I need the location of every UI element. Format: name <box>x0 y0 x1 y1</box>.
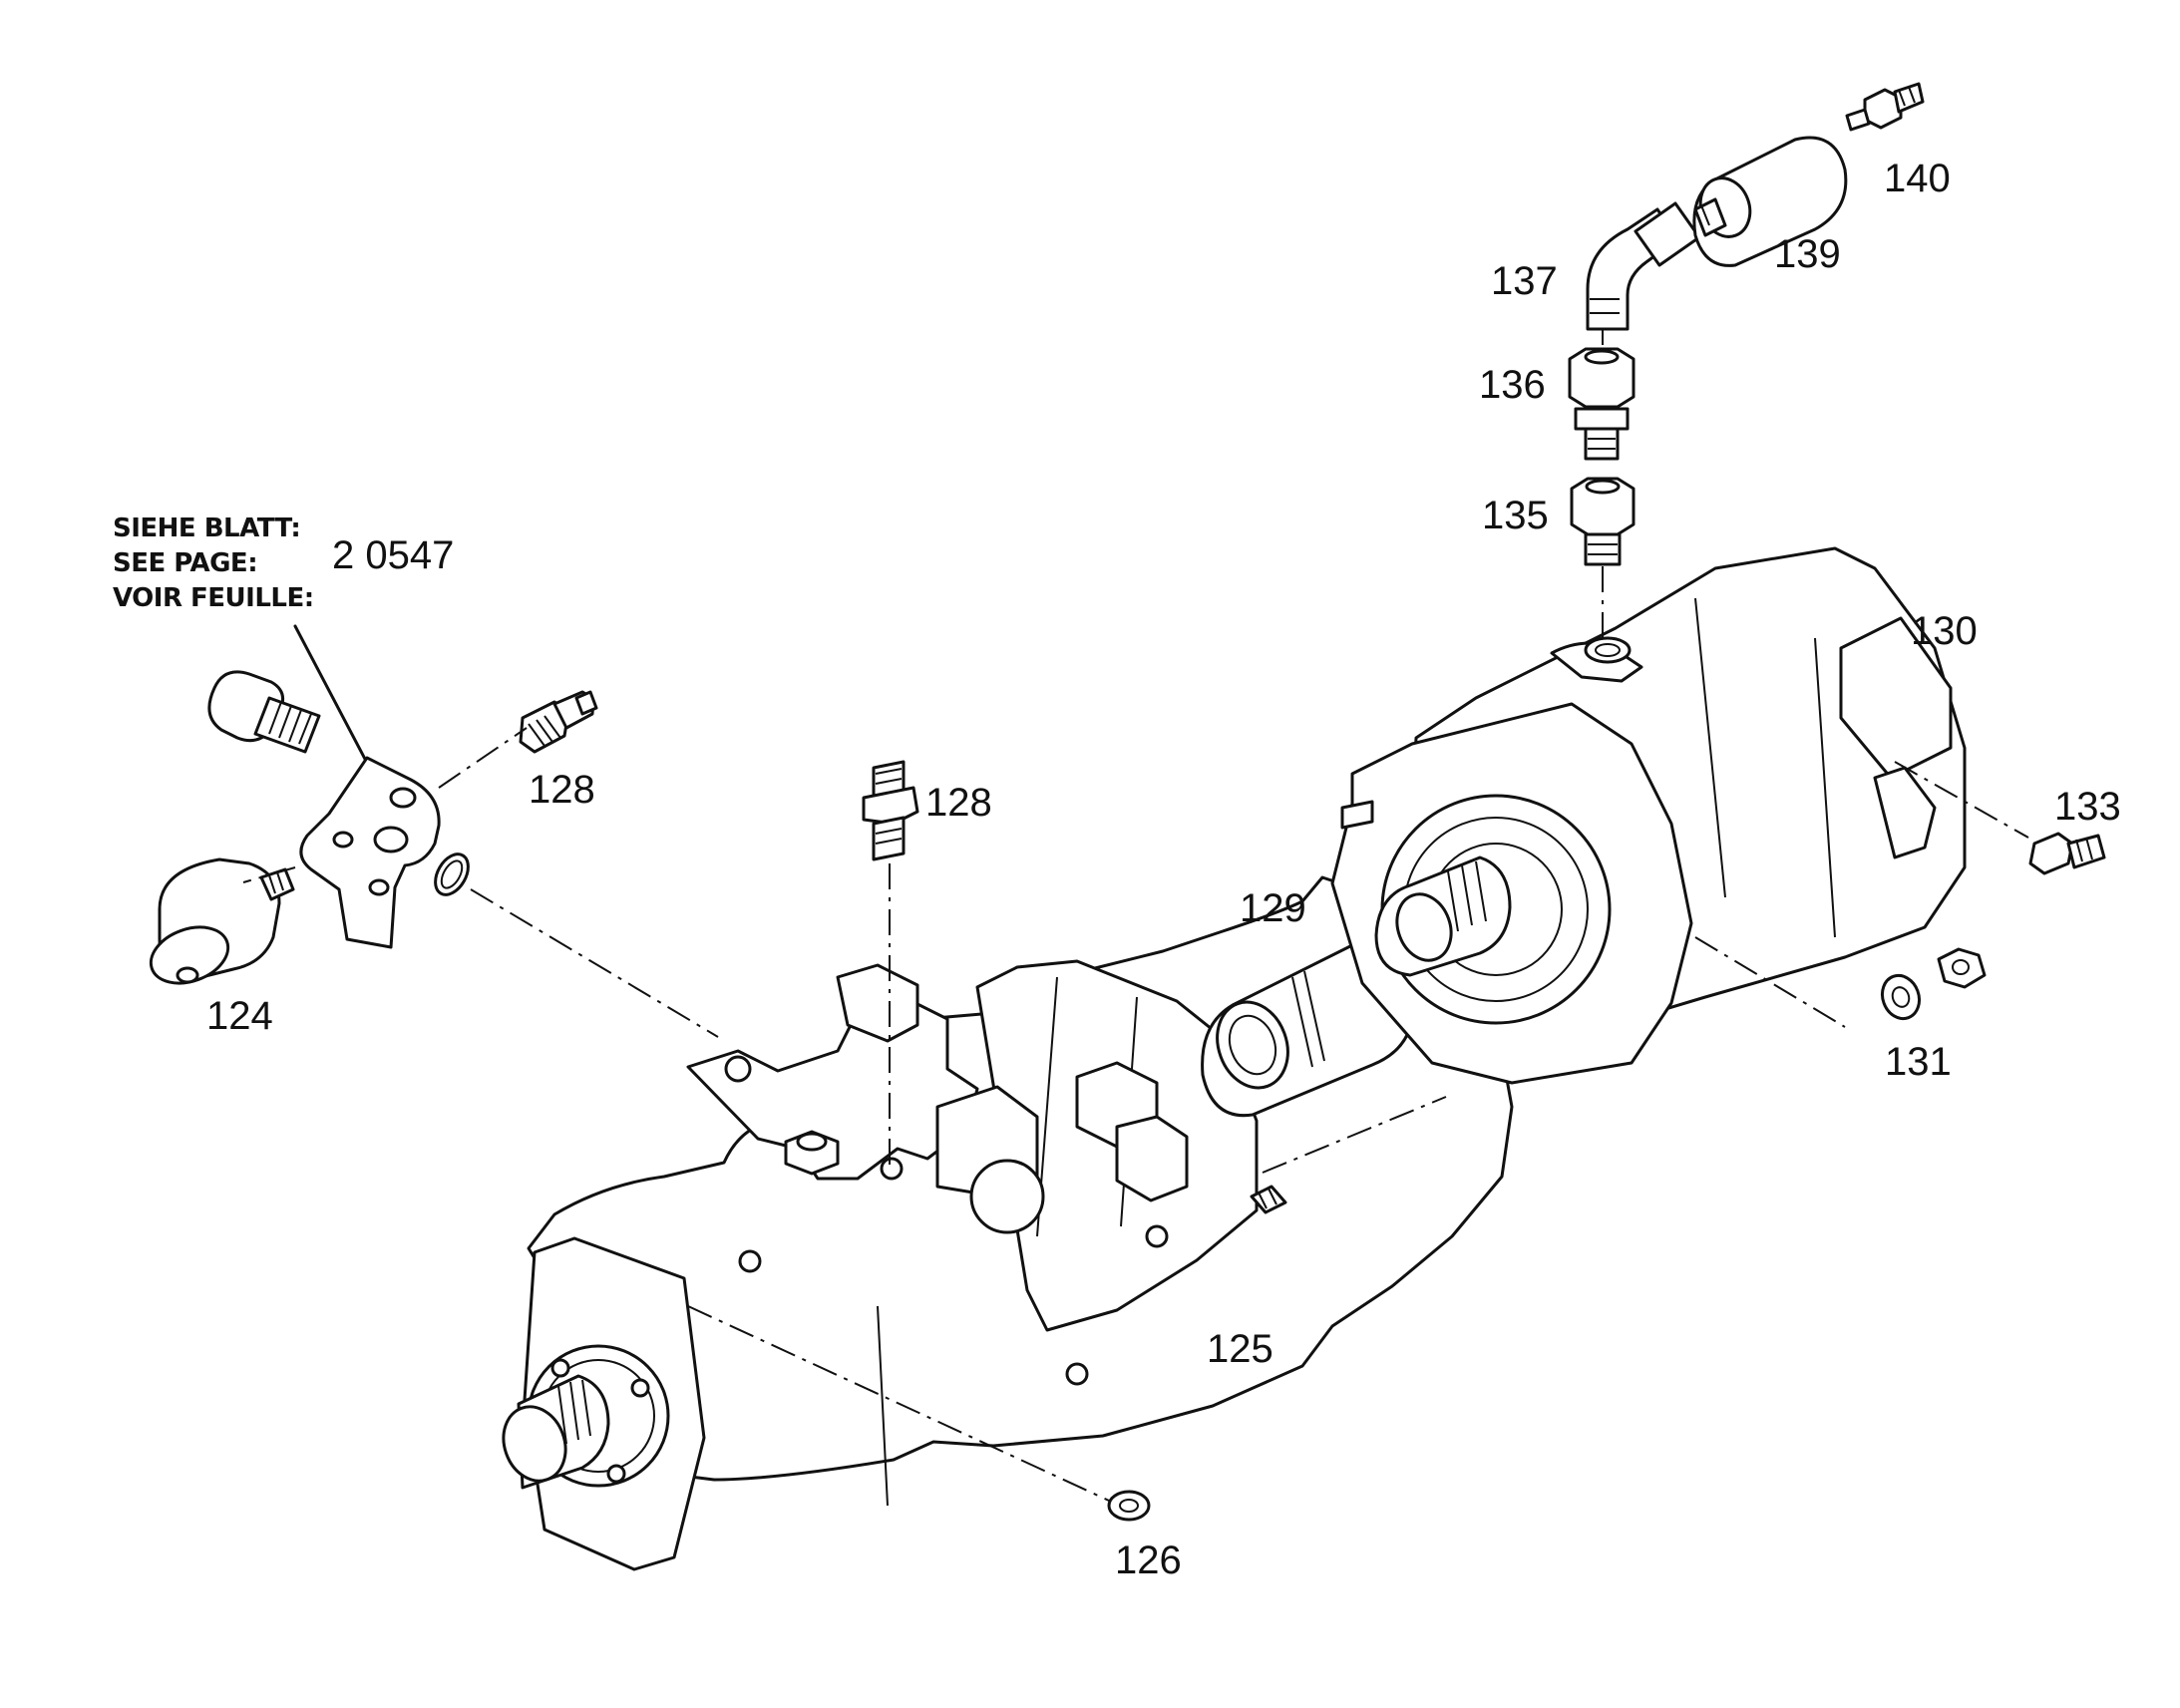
hydraulic-motor <box>1330 546 1967 1085</box>
label-125: 125 <box>1207 1327 1273 1371</box>
sensor-bracket-assembly <box>149 670 719 1038</box>
sealing-washer <box>1107 1490 1151 1522</box>
reference-line-de: SIEHE BLATT: <box>113 513 300 543</box>
label-131: 131 <box>1885 1040 1952 1084</box>
sensor-to-bracket-axis <box>242 866 296 883</box>
side-fitting-axis <box>1894 761 2029 839</box>
bracket-o-ring <box>434 853 470 896</box>
label-135: 135 <box>1482 494 1549 537</box>
pump-fitting <box>862 760 919 861</box>
reference-line-en: SEE PAGE: <box>113 548 257 578</box>
part-labels: 124 125 126 128 128 129 130 131 133 135 … <box>206 157 2121 1582</box>
label-139: 139 <box>1774 232 1841 276</box>
bracket-plate <box>299 756 441 949</box>
switch-fitting <box>1845 82 1925 132</box>
elbow-fitting <box>1586 201 1701 331</box>
pressure-switch <box>1692 136 1848 267</box>
straight-fitting <box>1570 477 1635 566</box>
motor-side-block <box>1839 616 1953 780</box>
label-128-pump: 128 <box>925 781 992 825</box>
reference-leader-line <box>293 624 369 765</box>
label-136: 136 <box>1479 363 1546 407</box>
label-129: 129 <box>1240 886 1306 930</box>
label-130: 130 <box>1911 609 1978 653</box>
washer-and-nut <box>1880 947 1987 1021</box>
nut-axis <box>1694 936 1846 1028</box>
bracket-to-pump-axis <box>470 888 719 1038</box>
label-124: 124 <box>206 994 273 1038</box>
bracket-fitting <box>519 690 598 754</box>
washer-axis <box>687 1305 1110 1502</box>
reference-note: SIEHE BLATT: SEE PAGE: VOIR FEUILLE: 2 0… <box>113 513 454 765</box>
fitting-to-bracket-axis <box>438 727 528 789</box>
bracket-bolt <box>207 670 321 754</box>
pump-solenoid-left <box>836 963 919 1043</box>
pump-stud <box>1250 1185 1287 1214</box>
label-133: 133 <box>2054 785 2121 829</box>
label-140: 140 <box>1884 157 1951 200</box>
label-126: 126 <box>1115 1538 1182 1582</box>
pump-to-motor-axis <box>1262 1096 1447 1174</box>
label-128-bracket: 128 <box>529 768 595 812</box>
label-137: 137 <box>1491 259 1558 303</box>
pressure-sensor <box>149 857 295 985</box>
reference-page-number: 2 0547 <box>332 533 454 577</box>
coupling-sleeve <box>1201 941 1416 1118</box>
reference-line-fr: VOIR FEUILLE: <box>113 583 314 613</box>
reducing-fitting <box>1568 347 1635 461</box>
motor-side-fitting <box>2028 832 2106 875</box>
